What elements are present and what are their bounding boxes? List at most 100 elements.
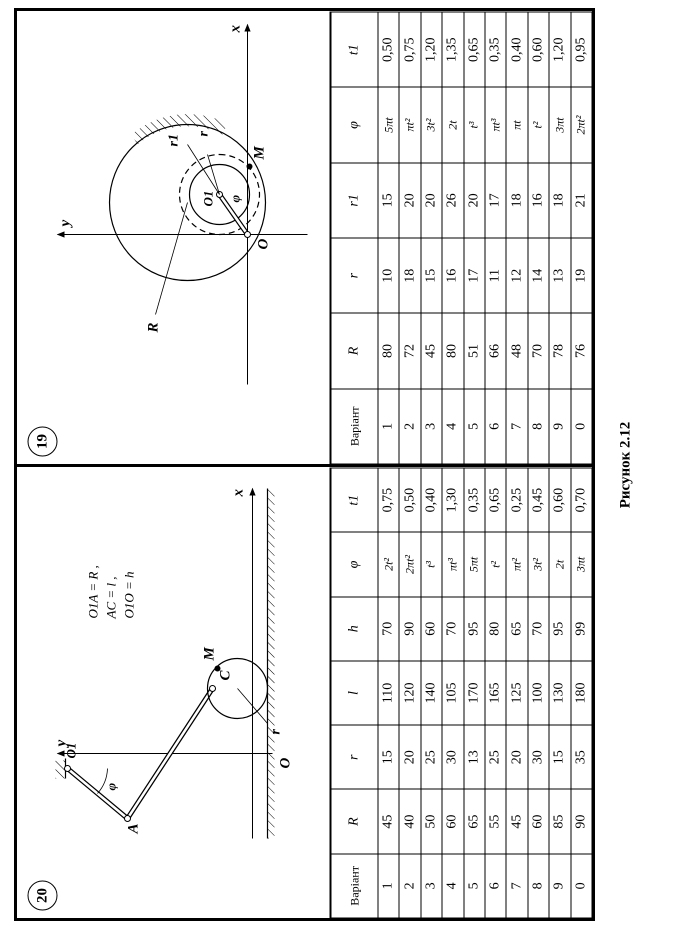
- table-cell: 76: [570, 312, 592, 389]
- table-cell: 13: [463, 724, 485, 789]
- table-cell: 85: [548, 788, 571, 854]
- note-line-3: O1O = h: [121, 571, 136, 618]
- table-cell: 17: [463, 237, 485, 313]
- table-cell: 3t²: [420, 86, 442, 163]
- table-header-cell: φ: [330, 531, 378, 597]
- table-header-cell: t1: [330, 11, 378, 87]
- table-cell: 5: [463, 388, 485, 464]
- table-header-cell: Варіант: [330, 853, 378, 918]
- table-cell: 18: [505, 162, 528, 238]
- table-cell: 2πt²: [570, 86, 592, 163]
- table-cell: 0,50: [377, 11, 399, 87]
- table-cell: 90: [570, 788, 592, 854]
- table-header-cell: R: [330, 788, 378, 854]
- table-cell: 2: [398, 853, 421, 918]
- table-cell: 70: [527, 596, 549, 661]
- label-y-19: y: [57, 219, 73, 228]
- table-header-cell: r: [330, 237, 378, 313]
- table-cell: 0,60: [527, 11, 549, 87]
- crank-link-inner: [217, 193, 249, 235]
- table-cell: 7: [505, 388, 528, 464]
- table-cell: 8: [527, 853, 549, 918]
- label-x-20: x: [230, 488, 246, 497]
- table-cell: 35: [570, 724, 592, 789]
- table-cell: 80: [484, 596, 506, 661]
- table-cell: 2t: [441, 86, 464, 163]
- table-cell: 50: [420, 788, 442, 854]
- table-cell: 78: [548, 312, 571, 389]
- table-cell: 2πt²: [398, 531, 421, 597]
- label-A: A: [125, 823, 141, 834]
- table-cell: 48: [505, 312, 528, 389]
- table-cell: 3: [420, 388, 442, 464]
- table-cell: 140: [420, 660, 442, 725]
- table-cell: t³: [463, 86, 485, 163]
- table-cell: 0,25: [505, 467, 528, 532]
- table-cell: 70: [377, 596, 399, 661]
- table-cell: 3: [420, 853, 442, 918]
- table-cell: 0,35: [484, 11, 506, 87]
- table-cell: 45: [377, 788, 399, 854]
- table-cell: 1: [377, 853, 399, 918]
- table-cell: 0,40: [420, 467, 442, 532]
- label-phi-20: φ: [103, 782, 118, 790]
- table-cell: πt³: [441, 531, 464, 597]
- table-cell: 0,65: [463, 11, 485, 87]
- table-cell: 20: [398, 724, 421, 789]
- table-cell: 45: [420, 312, 442, 389]
- table-cell: 0,70: [570, 467, 592, 532]
- label-phi-19: φ: [227, 194, 242, 202]
- table-cell: 15: [548, 724, 571, 789]
- label-x-19: x: [227, 24, 243, 33]
- label-r1: r1: [166, 134, 181, 146]
- panel-20-content: 20: [17, 467, 592, 918]
- table-cell: 15: [420, 237, 442, 313]
- table-cell: 80: [377, 312, 399, 389]
- table-cell: 1,20: [548, 11, 571, 87]
- leader-r1: [186, 143, 220, 195]
- table-cell: 20: [398, 162, 421, 238]
- table-cell: 20: [463, 162, 485, 238]
- table-cell: 51: [463, 312, 485, 389]
- figure-caption: Рисунок 2.12: [617, 421, 634, 509]
- table-cell: 0: [570, 388, 592, 464]
- leader-r-20: [236, 687, 268, 724]
- table-cell: 170: [463, 660, 485, 725]
- table-cell: 5πt: [463, 531, 485, 597]
- table-cell: 0,45: [527, 467, 549, 532]
- table-header-cell: t1: [330, 467, 378, 532]
- table-cell: 45: [505, 788, 528, 854]
- table-cell: πt²: [398, 86, 421, 163]
- table-cell: 80: [441, 312, 464, 389]
- table-cell: 0,40: [505, 11, 528, 87]
- table-cell: t²: [527, 86, 549, 163]
- table-cell: 16: [441, 237, 464, 313]
- table-cell: 1,30: [441, 467, 464, 532]
- table-cell: 4: [441, 853, 464, 918]
- table-cell: 12: [505, 237, 528, 313]
- table-cell: 30: [441, 724, 464, 789]
- table-cell: 15: [377, 724, 399, 789]
- table-cell: 0,75: [377, 467, 399, 532]
- table-cell: 1,20: [420, 11, 442, 87]
- link-AC-inner: [125, 687, 214, 819]
- table-cell: 40: [398, 788, 421, 854]
- table-cell: πt³: [484, 86, 506, 163]
- table-cell: 30: [527, 724, 549, 789]
- table-cell: 9: [548, 853, 571, 918]
- table-cell: 70: [441, 596, 464, 661]
- table-cell: 1,35: [441, 11, 464, 87]
- table-header-cell: R: [330, 312, 378, 389]
